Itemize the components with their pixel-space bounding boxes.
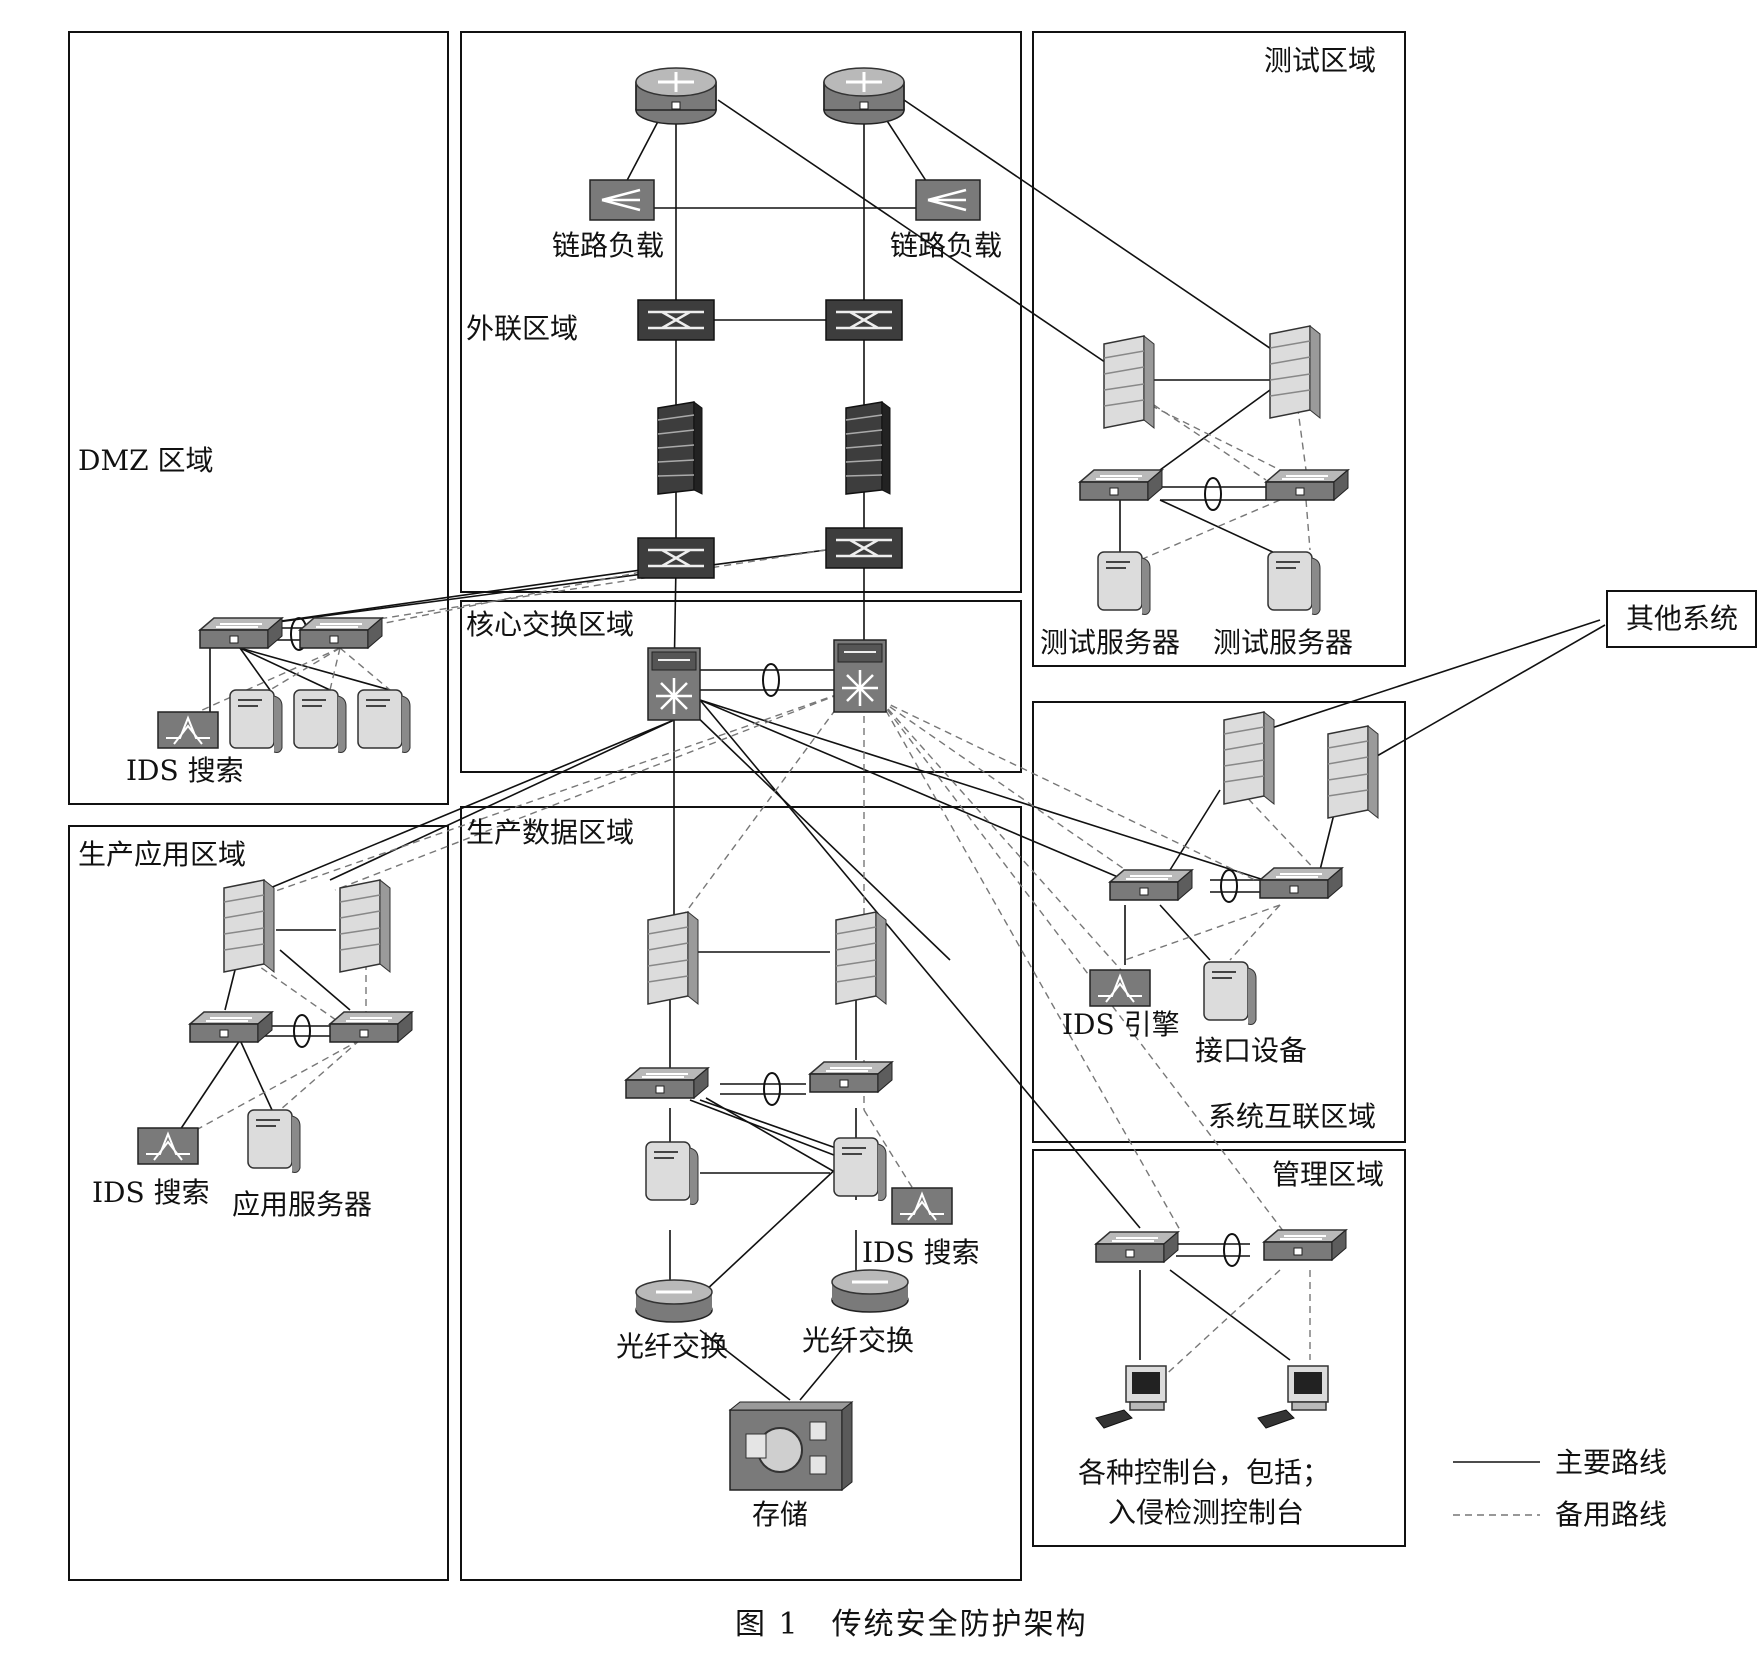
zone-prod-app-box	[68, 825, 449, 1581]
label-storage: 存储	[752, 1498, 808, 1531]
switch-icon	[199, 617, 283, 649]
label-interface-device: 接口设备	[1195, 1034, 1307, 1067]
zone-prod-data-box	[460, 806, 1022, 1581]
zone-dmz-box	[68, 31, 449, 805]
switch-icon	[1079, 469, 1163, 501]
zone-label-prod-app: 生产应用区域	[78, 838, 246, 871]
label-fiber-switch-left: 光纤交换	[616, 1330, 728, 1363]
zone-label-core: 核心交换区域	[466, 608, 634, 641]
switch-icon	[1265, 469, 1349, 501]
core-switch-icon	[646, 646, 702, 722]
switch-icon	[1095, 1231, 1179, 1263]
label-link-load-right: 链路负载	[890, 229, 1002, 262]
zone-interconnect-box	[1032, 701, 1406, 1143]
label-consoles-line1: 各种控制台，包括；	[1078, 1456, 1330, 1489]
link-aggregation-ring	[1220, 869, 1238, 903]
ids-icon	[1089, 969, 1151, 1007]
figure-caption: 图 1 传统安全防护架构	[735, 1607, 1088, 1642]
switch-icon	[625, 1067, 709, 1099]
label-app-server: 应用服务器	[232, 1188, 372, 1221]
switch-icon	[636, 536, 716, 580]
zone-label-interconnect: 系统互联区域	[1208, 1100, 1376, 1133]
label-test-server-2: 测试服务器	[1213, 626, 1353, 659]
server-icon	[1203, 961, 1257, 1026]
router-icon	[634, 66, 718, 126]
switch-icon	[1109, 869, 1193, 901]
core-switch-icon	[832, 638, 888, 714]
server-icon	[293, 689, 347, 754]
ids-icon	[137, 1127, 199, 1165]
backup-links	[179, 384, 1540, 1516]
switch-icon	[329, 1011, 413, 1043]
load-balancer-icon	[914, 178, 982, 222]
label-ids-search-data: IDS 搜索	[862, 1236, 980, 1269]
server-icon	[645, 1141, 699, 1206]
zone-label-prod-data: 生产数据区域	[466, 816, 634, 849]
firewall-icon	[339, 879, 391, 973]
switch-icon	[189, 1011, 273, 1043]
computer-icon	[1095, 1365, 1167, 1429]
firewall-icon	[1327, 725, 1379, 819]
label-ids-search-app: IDS 搜索	[92, 1176, 210, 1209]
firewall-icon	[1269, 325, 1321, 419]
ids-icon	[891, 1187, 953, 1225]
label-fiber-switch-right: 光纤交换	[802, 1324, 914, 1357]
zone-label-dmz: DMZ 区域	[78, 444, 213, 477]
server-icon	[229, 689, 283, 754]
link-aggregation-ring	[1204, 477, 1222, 511]
zone-label-mgmt: 管理区域	[1272, 1158, 1384, 1191]
switch-icon	[824, 298, 904, 342]
switch-icon	[1263, 1229, 1347, 1261]
firewall-icon	[835, 911, 887, 1005]
label-ids-engine: IDS 引擎	[1062, 1008, 1180, 1041]
firewall-icon	[223, 879, 275, 973]
firewall-icon	[657, 401, 703, 495]
link-aggregation-ring	[762, 663, 780, 697]
server-icon	[357, 689, 411, 754]
other-systems-box	[1606, 590, 1757, 648]
zone-test-box	[1032, 31, 1406, 667]
server-icon	[1097, 551, 1151, 616]
computer-icon	[1257, 1365, 1329, 1429]
server-icon	[247, 1109, 301, 1174]
ids-icon	[157, 711, 219, 749]
fiber-switch-icon	[830, 1268, 910, 1314]
firewall-icon	[845, 401, 891, 495]
switch-icon	[824, 526, 904, 570]
label-ids-search-dmz: IDS 搜索	[126, 754, 244, 787]
link-aggregation-ring	[763, 1072, 781, 1106]
firewall-icon	[647, 911, 699, 1005]
label-consoles-line2: 入侵检测控制台	[1108, 1496, 1304, 1529]
firewall-icon	[1223, 711, 1275, 805]
fiber-switch-icon	[634, 1278, 714, 1324]
legend-main-route: 主要路线	[1555, 1446, 1667, 1479]
zone-mgmt-box	[1032, 1149, 1406, 1547]
switch-icon	[1259, 867, 1343, 899]
load-balancer-icon	[588, 178, 656, 222]
zone-core-box	[460, 600, 1022, 773]
zone-label-test: 测试区域	[1264, 44, 1376, 77]
legend-backup-route: 备用路线	[1555, 1498, 1667, 1531]
server-icon	[833, 1137, 887, 1202]
zone-label-waillian: 外联区域	[466, 312, 578, 345]
router-icon	[822, 66, 906, 126]
storage-icon	[729, 1401, 853, 1491]
firewall-icon	[1103, 335, 1155, 429]
link-aggregation-ring	[1223, 1233, 1241, 1267]
switch-icon	[299, 617, 383, 649]
label-other-systems: 其他系统	[1626, 602, 1738, 635]
switch-icon	[809, 1061, 893, 1093]
label-link-load-left: 链路负载	[552, 229, 664, 262]
switch-icon	[636, 298, 716, 342]
label-test-server-1: 测试服务器	[1040, 626, 1180, 659]
server-icon	[1267, 551, 1321, 616]
link-aggregation-ring	[293, 1014, 311, 1048]
zone-waillian-box	[460, 31, 1022, 593]
